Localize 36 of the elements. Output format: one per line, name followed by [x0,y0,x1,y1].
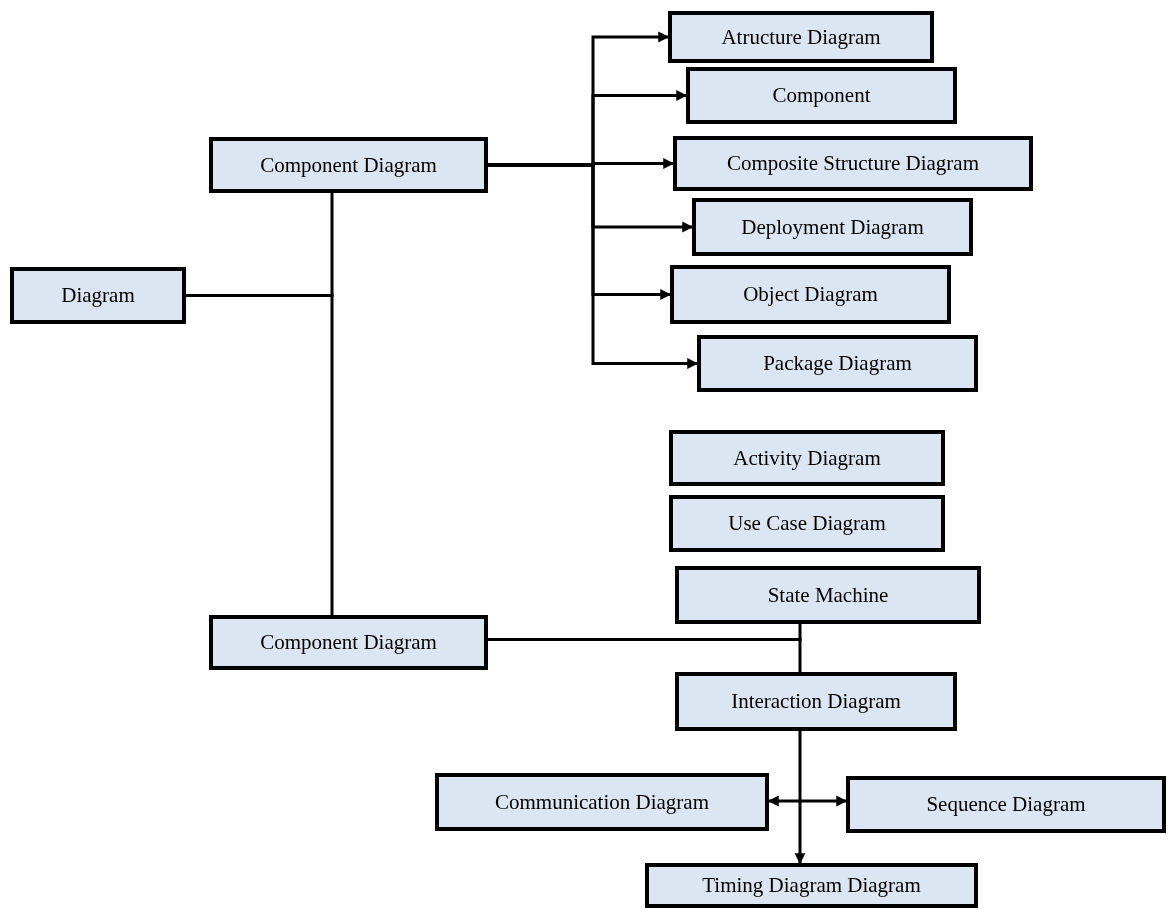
process-box [686,67,957,124]
process-box [668,11,934,63]
box-label: Activity Diagram [733,445,881,471]
box-label: Use Case Diagram [728,511,886,536]
process-box [209,615,488,670]
arrow [488,163,699,369]
process-box [435,773,769,831]
process-box [697,335,978,392]
box-label: Object Diagram [743,282,878,307]
box-label: Communication Diagram [494,789,709,815]
box-label: Composite Structure Diagram [727,151,979,176]
box-label: Atructure Diagram [721,24,881,50]
process-box [669,495,945,552]
process-box [692,198,973,256]
process-box [209,137,488,193]
process-box [669,430,945,486]
box-label: Timing Diagram Diagram [702,873,921,898]
process-box [846,776,1166,833]
box-label: Package Diagram [763,351,912,376]
process-box [675,672,957,731]
box-label: Deployment Diagram [741,214,924,240]
process-box [645,863,978,908]
process-box [675,566,981,624]
connector-line [186,294,334,615]
box-label: Sequence Diagram [926,792,1086,817]
box-label: State Machine [767,582,889,608]
process-box [673,136,1033,191]
box-label: Component Diagram [260,152,437,178]
arrow [794,731,806,865]
box-label: Interaction Diagram [731,689,901,714]
connector-line [488,638,802,672]
box-label: Component [772,83,871,108]
box-label: Component Diagram [260,630,437,655]
process-box [10,267,186,324]
process-box [670,265,951,324]
box-label: Diagram [61,283,135,308]
